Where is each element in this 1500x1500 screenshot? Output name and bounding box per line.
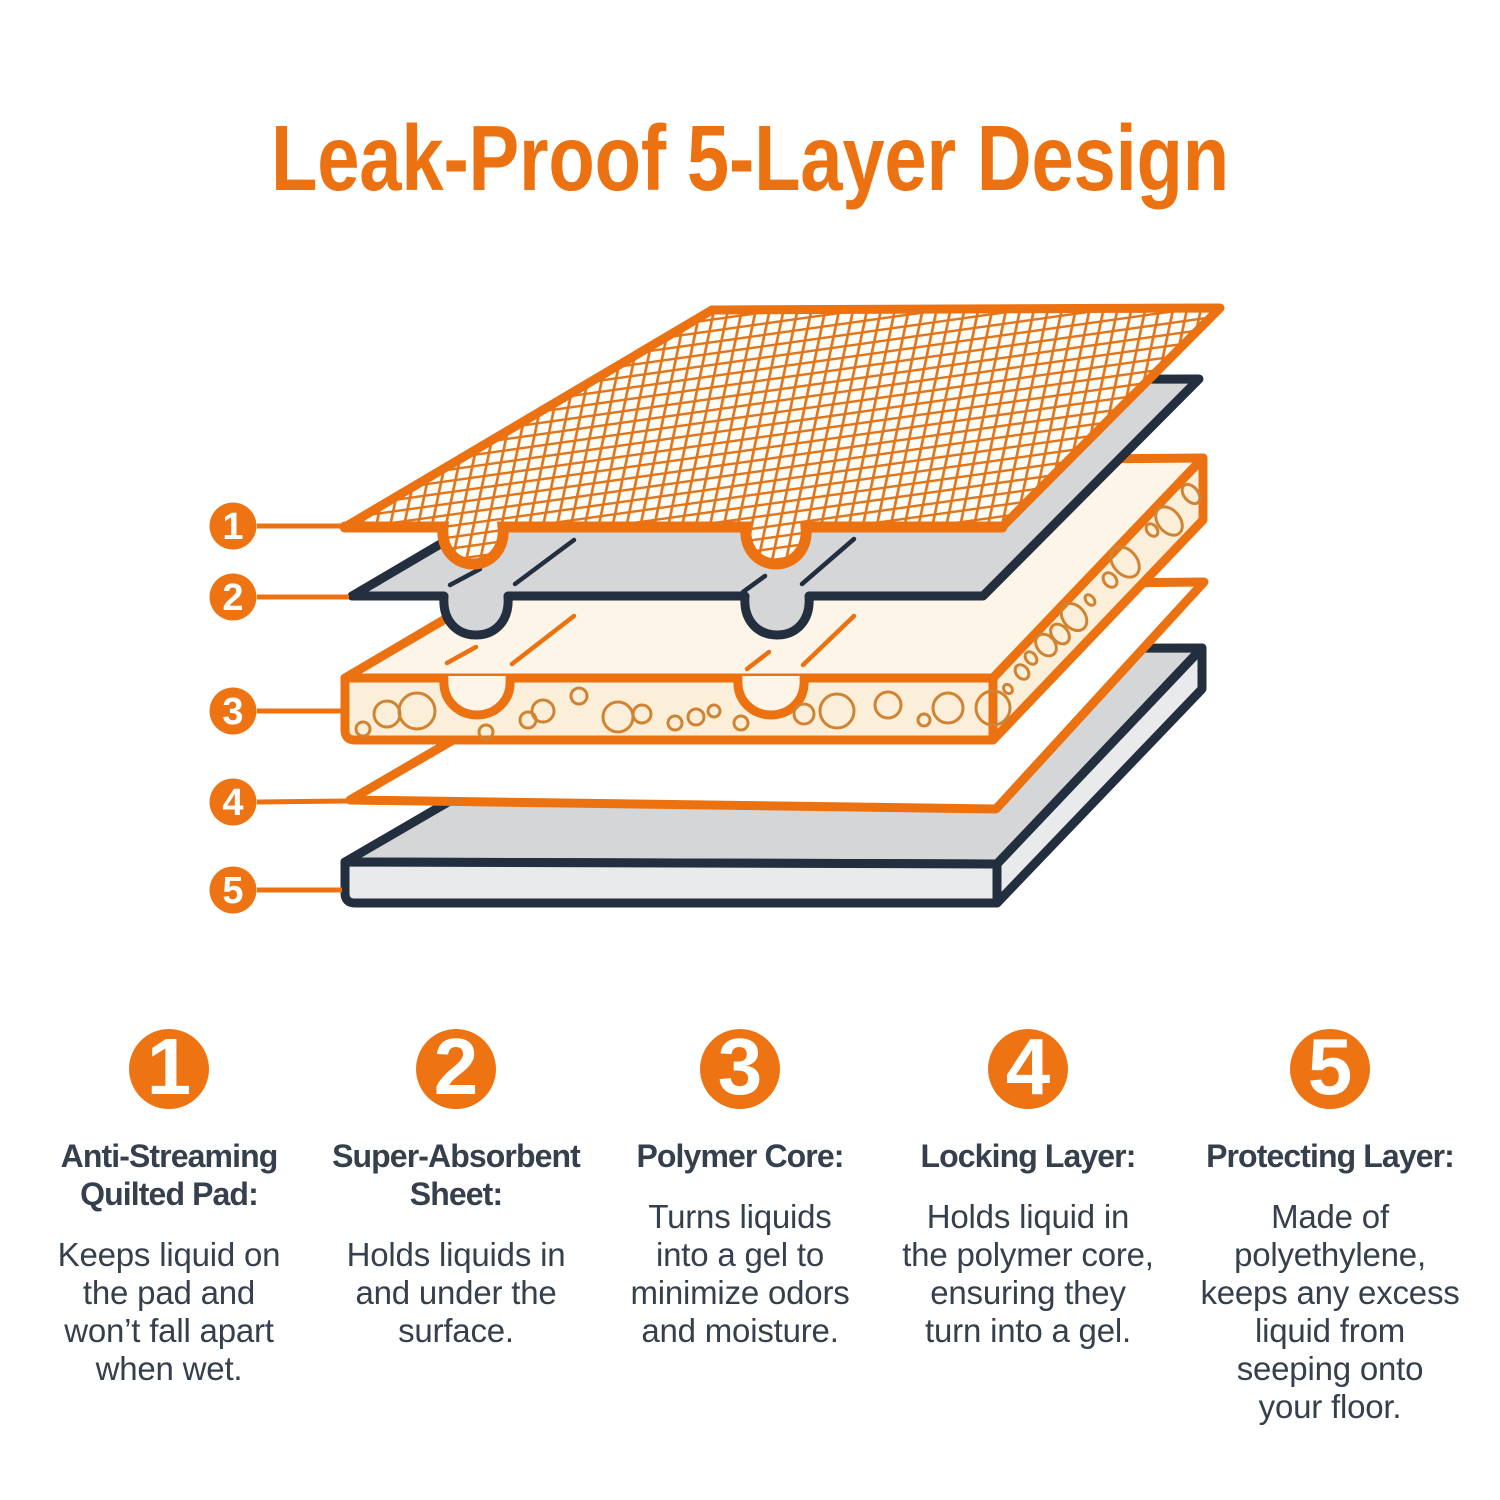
callout-1-number: 1 [222,506,243,548]
page-title: Leak-Proof 5-Layer Design [271,106,1229,211]
diagram-callouts: 1 2 3 4 5 [209,502,349,914]
legend-body-2: Holds liquids in and under the surface. [346,1236,566,1349]
legend-badge-5: 5 [1290,1022,1370,1111]
callout-2-number: 2 [222,577,243,619]
legend-badge-2: 2 [416,1022,496,1111]
legend-heading-5: Protecting Layer: [1206,1138,1455,1174]
callout-2: 2 [209,573,257,621]
legend-column-5: 5 Protecting Layer: Made of polyethylene… [1190,1022,1470,1426]
legend-badge-3: 3 [700,1022,780,1111]
legend-badge-4-number: 4 [1005,1022,1051,1111]
legend-body-4: Holds liquid in the polymer core, ensuri… [902,1198,1154,1349]
legend-badge-5-number: 5 [1307,1022,1353,1111]
legend-body-1: Keeps liquid on the pad and won’t fall a… [57,1236,281,1387]
callout-5-number: 5 [222,870,243,912]
legend-badge-1: 1 [129,1022,209,1111]
legend-heading-2: Super-Absorbent Sheet: [332,1138,581,1212]
callout-5: 5 [209,866,257,914]
callout-3-number: 3 [222,691,243,733]
legend-heading-1: Anti-Streaming Quilted Pad: [60,1138,279,1212]
legend-heading-3: Polymer Core: [636,1138,844,1174]
callout-1: 1 [209,502,257,550]
callout-4: 4 [209,778,257,826]
legend-column-3: 3 Polymer Core: Turns liquids into a gel… [600,1022,880,1350]
callout-3: 3 [209,687,257,735]
legend-badge-2-number: 2 [433,1022,479,1111]
legend-column-4: 4 Locking Layer: Holds liquid in the pol… [888,1022,1168,1350]
legend-heading-4: Locking Layer: [920,1138,1136,1174]
legend-column-1: 1 Anti-Streaming Quilted Pad: Keeps liqu… [29,1022,309,1388]
legend-body-3: Turns liquids into a gel to minimize odo… [630,1198,850,1349]
legend-badge-1-number: 1 [146,1022,192,1111]
legend-body-5: Made of polyethylene, keeps any excess l… [1200,1198,1460,1425]
layer-1-mesh-graphic [339,303,1225,570]
legend-badge-4: 4 [988,1022,1068,1111]
callout-4-number: 4 [222,782,243,824]
legend-badge-3-number: 3 [717,1022,763,1111]
legend-column-2: 2 Super-Absorbent Sheet: Holds liquids i… [316,1022,596,1350]
